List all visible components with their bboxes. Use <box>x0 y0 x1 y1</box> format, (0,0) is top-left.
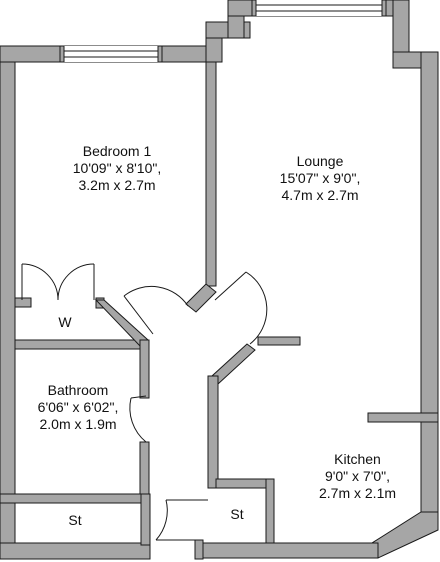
bedroom-dim-metric: 3.2m x 2.7m <box>78 177 156 193</box>
store-left-label: St <box>68 512 82 528</box>
windows <box>59 0 387 63</box>
bathroom-dim-metric: 2.0m x 1.9m <box>39 416 117 432</box>
kitchen-name: Kitchen <box>334 451 381 467</box>
lounge-name: Lounge <box>296 153 344 169</box>
wall-lounge-kitchen <box>367 412 439 423</box>
wall-lounge-stub <box>257 336 301 346</box>
store-right-label: St <box>230 506 244 522</box>
wall-hall-diag-top <box>185 283 217 313</box>
wall-bed-lounge <box>205 61 217 287</box>
lounge-dim-metric: 4.7m x 2.7m <box>281 187 359 203</box>
wall-right <box>420 51 439 515</box>
wall-bath-right <box>139 339 150 399</box>
kitchen-dim-imperial: 9'0" x 7'0", <box>324 468 391 484</box>
kitchen-label: Kitchen 9'0" x 7'0", 2.7m x 2.1m <box>295 451 420 502</box>
wall-entrance-right <box>194 539 204 560</box>
bathroom-label: Bathroom 6'06" x 6'02", 2.0m x 1.9m <box>18 382 138 433</box>
wall-bottom-left <box>0 542 151 560</box>
doors <box>21 263 268 541</box>
bathroom-dim-imperial: 6'06" x 6'02", <box>37 399 119 415</box>
wall-bottom-kitchen <box>199 542 379 559</box>
wall-bath-right-low <box>139 441 150 495</box>
bathroom-name: Bathroom <box>47 382 109 398</box>
wardrobe-label: W <box>58 314 72 330</box>
bedroom-door <box>123 285 189 335</box>
lounge-window <box>251 0 387 17</box>
wall-left <box>0 45 16 560</box>
entrance-door <box>155 499 208 541</box>
lounge-dim-imperial: 15'07" x 9'0", <box>279 170 361 186</box>
wall-bed-bottom <box>14 297 32 308</box>
bedroom-dim-imperial: 10'09" x 8'10", <box>72 160 162 176</box>
wall-store-side <box>265 478 275 544</box>
bedroom-label: Bedroom 1 10'09" x 8'10", 3.2m x 2.7m <box>52 143 182 194</box>
bathroom-door <box>129 395 147 443</box>
wall-kitchen-angle <box>371 511 439 559</box>
wall-hall-right <box>207 375 219 489</box>
bedroom-window <box>59 45 163 63</box>
bedroom-name: Bedroom 1 <box>82 143 152 159</box>
kitchen-dim-metric: 2.7m x 2.1m <box>318 485 397 501</box>
wall-bath-bottom <box>0 493 150 504</box>
wall-store-top <box>215 478 275 489</box>
lounge-label: Lounge 15'07" x 9'0", 4.7m x 2.7m <box>255 153 385 204</box>
lounge-door <box>214 271 268 345</box>
wall-wardrobe-bottom <box>14 339 146 350</box>
wardrobe-doors <box>21 263 95 301</box>
wall-store-right <box>140 493 151 546</box>
wall-hall-diag-left <box>94 299 149 347</box>
